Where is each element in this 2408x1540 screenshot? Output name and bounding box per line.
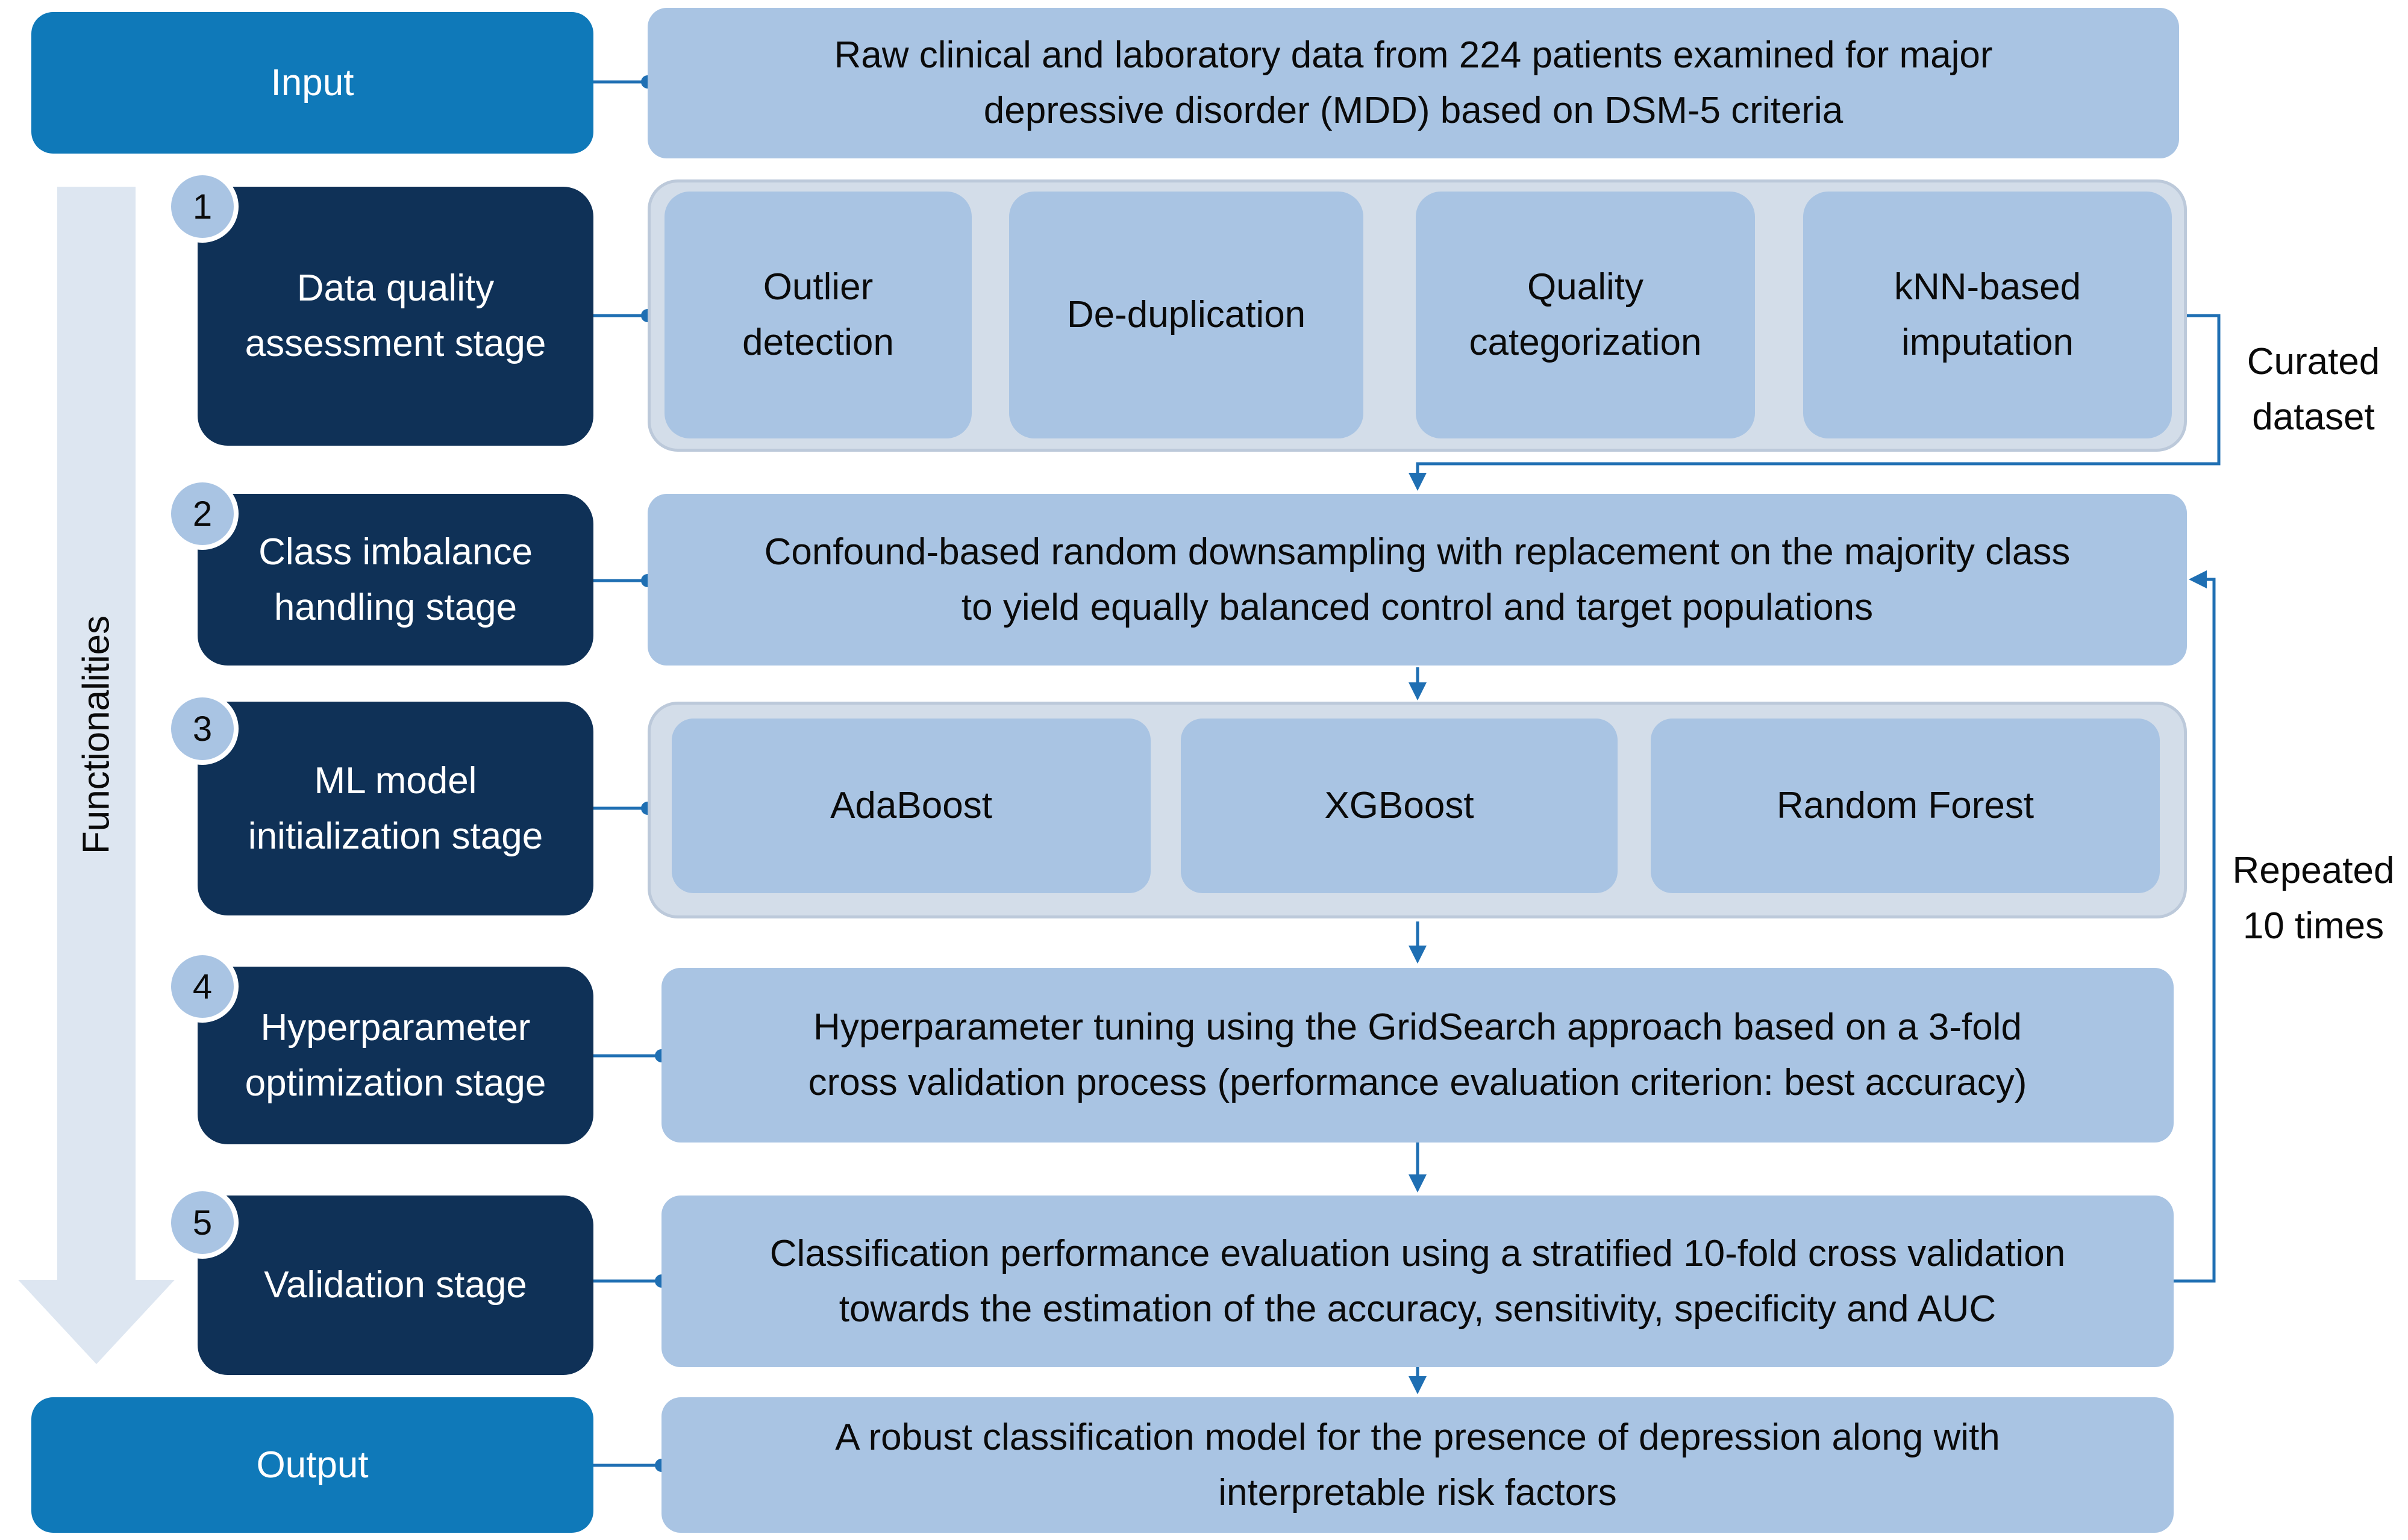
input-description-text: Raw clinical and laboratory data from 22… — [834, 34, 1993, 131]
stage-5-box: Validation stage — [198, 1196, 593, 1375]
stage-5-description: Classification performance evaluation us… — [661, 1196, 2174, 1367]
output-box: Output — [31, 1397, 593, 1533]
stage-4-number: 4 — [166, 950, 239, 1023]
stage-5-number: 5 — [166, 1186, 239, 1259]
output-description: A robust classification model for the pr… — [661, 1397, 2174, 1533]
stage-2-box: Class imbalance handling stage — [198, 494, 593, 666]
stage-2-number: 2 — [166, 478, 239, 550]
output-description-text: A robust classification model for the pr… — [835, 1416, 2000, 1514]
stage-1-box: Data quality assessment stage — [198, 187, 593, 446]
repeated-10-times-label: Repeated 10 times — [2232, 850, 2395, 947]
stage-2-description: Confound-based random downsampling with … — [648, 494, 2187, 666]
input-label: Input — [271, 62, 354, 104]
model-adaboost: AdaBoost — [672, 719, 1151, 893]
stage-1-label: Data quality assessment stage — [245, 267, 546, 364]
arrow-repeat-loop — [2145, 570, 2216, 1283]
step-knn-imputation: kNN-based imputation — [1803, 192, 2172, 438]
stage-4-box: Hyperparameter optimization stage — [198, 967, 593, 1144]
curated-dataset-label: Curated dataset — [2247, 341, 2380, 438]
model-xgboost: XGBoost — [1181, 719, 1618, 893]
stage-4-description: Hyperparameter tuning using the GridSear… — [661, 968, 2174, 1143]
stage-1-number: 1 — [166, 170, 239, 243]
step-outlier-detection: Outlier detection — [665, 192, 972, 438]
step-de-duplication: De-duplication — [1009, 192, 1363, 438]
step-quality-categorization: Quality categorization — [1416, 192, 1755, 438]
functionalities-label: Functionalities — [75, 615, 117, 855]
flow-arrow — [18, 187, 175, 1364]
model-random-forest: Random Forest — [1651, 719, 2160, 893]
stage-3-number: 3 — [166, 693, 239, 765]
output-label: Output — [256, 1444, 369, 1486]
input-box: Input — [31, 12, 593, 154]
stage-3-label: ML model initialization stage — [248, 759, 543, 857]
stage-5-label: Validation stage — [264, 1264, 527, 1306]
stage-3-box: ML model initialization stage — [198, 702, 593, 915]
arrow-curated-dataset — [1409, 314, 2221, 491]
stage-2-label: Class imbalance handling stage — [258, 531, 533, 628]
stage-4-label: Hyperparameter optimization stage — [245, 1006, 546, 1104]
input-description: Raw clinical and laboratory data from 22… — [648, 8, 2179, 158]
